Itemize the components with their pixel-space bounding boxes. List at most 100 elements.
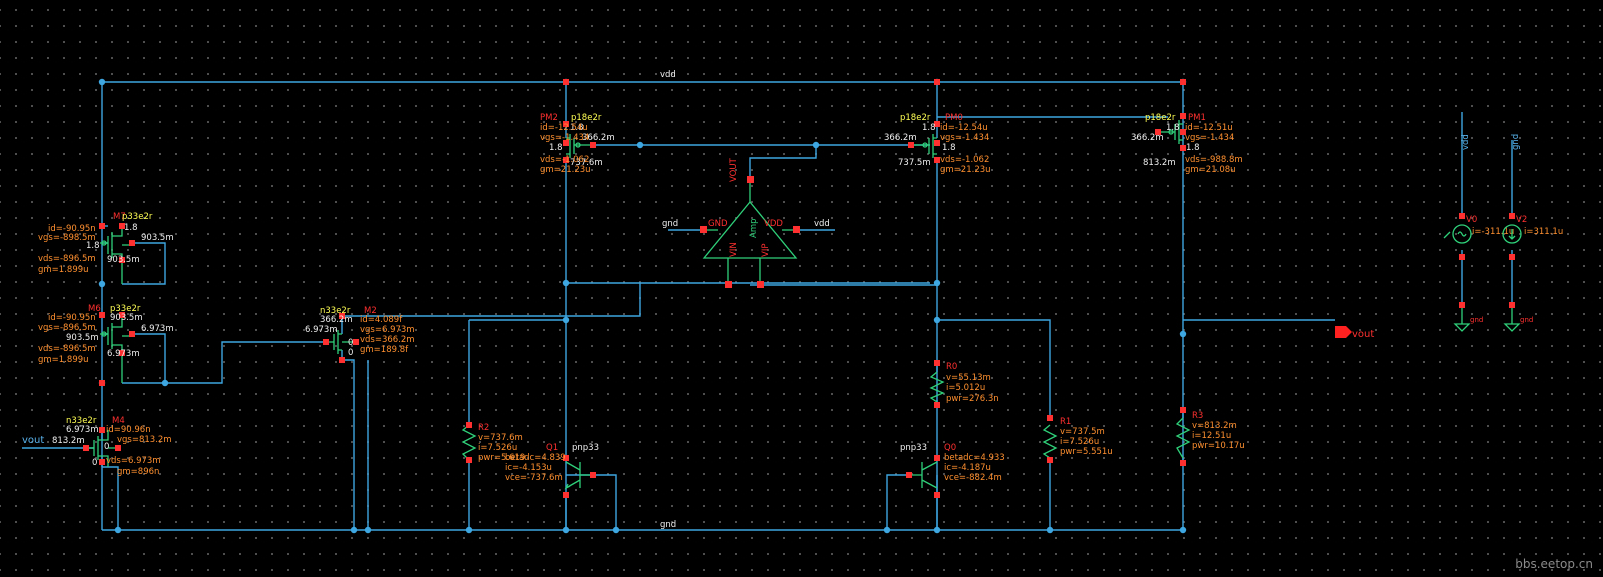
- svg-text:vgs=-898.5m: vgs=-898.5m: [38, 233, 96, 243]
- svg-text:pwr=5.619: pwr=5.619: [478, 453, 525, 463]
- svg-text:n33e2r: n33e2r: [66, 416, 97, 426]
- svg-text:M2: M2: [364, 306, 377, 316]
- svg-text:vgs=813.2m: vgs=813.2m: [117, 435, 172, 445]
- ground-symbol-left: gnd: [1453, 302, 1483, 332]
- svg-text:Q1: Q1: [546, 443, 558, 453]
- svg-text:pwr=276.3n: pwr=276.3n: [946, 394, 999, 404]
- svg-text:i=7.526u: i=7.526u: [1060, 437, 1099, 447]
- source-v0[interactable]: V0 i=-311.1u: [1443, 213, 1514, 260]
- transistor-pm1[interactable]: PM1 p18e2r 1.8 366.2m 1.8 813.2m id=-12.…: [1131, 113, 1243, 175]
- svg-text:gnd: gnd: [1520, 316, 1533, 324]
- svg-text:0: 0: [348, 348, 353, 358]
- svg-text:737.5m: 737.5m: [898, 158, 931, 168]
- transistor-m6[interactable]: M6 p33e2r 903.5m 903.5m 6.973m 6.973m id…: [38, 304, 174, 383]
- svg-text:1.8: 1.8: [1166, 123, 1180, 133]
- svg-text:v=737.6m: v=737.6m: [478, 433, 523, 443]
- vout-pin-arrow[interactable]: [1335, 326, 1352, 338]
- svg-text:6.973m: 6.973m: [305, 325, 338, 335]
- svg-text:vgs=-896.5m: vgs=-896.5m: [38, 323, 96, 333]
- svg-text:p18e2r: p18e2r: [1145, 113, 1176, 123]
- net-label-vdd-src: vdd: [1461, 134, 1471, 150]
- svg-text:ic=-4.153u: ic=-4.153u: [505, 463, 552, 473]
- svg-text:903.5m: 903.5m: [110, 313, 143, 323]
- svg-text:366.2m: 366.2m: [320, 315, 353, 325]
- svg-text:gm=896n: gm=896n: [117, 467, 159, 477]
- svg-text:p33e2r: p33e2r: [122, 212, 153, 222]
- svg-text:gm=21.23u: gm=21.23u: [940, 165, 991, 175]
- svg-text:v=55.13m: v=55.13m: [946, 373, 991, 383]
- pin-markers: [99, 79, 1186, 386]
- svg-text:pwr=10.17u: pwr=10.17u: [1192, 441, 1245, 451]
- svg-text:gm=1.899u: gm=1.899u: [38, 265, 89, 275]
- svg-text:v=737.5m: v=737.5m: [1060, 427, 1105, 437]
- amp-pin-vin: VIN: [729, 242, 739, 257]
- svg-text:366.2m: 366.2m: [582, 133, 615, 143]
- svg-text:v=813.2m: v=813.2m: [1192, 421, 1237, 431]
- net-label-gnd-rail: gnd: [660, 520, 676, 530]
- net-label-vdd-amp: vdd: [814, 219, 830, 229]
- amp-pin-vdd: VDD: [764, 219, 783, 229]
- svg-text:813.2m: 813.2m: [1143, 158, 1176, 168]
- net-label-gnd-src: gnd: [1511, 134, 1521, 150]
- svg-text:903.5m: 903.5m: [107, 255, 140, 265]
- source-v2[interactable]: V2 i=311.1u: [1502, 213, 1563, 260]
- svg-text:903.5m: 903.5m: [141, 233, 174, 243]
- svg-text:pnp33: pnp33: [572, 443, 599, 453]
- svg-text:id=90.96n: id=90.96n: [106, 425, 151, 435]
- svg-text:vds=-1.062: vds=-1.062: [540, 155, 589, 165]
- svg-text:i=5.012u: i=5.012u: [946, 383, 985, 393]
- svg-text:vgs=6.973m: vgs=6.973m: [360, 325, 415, 335]
- net-label-vout-in: vout: [22, 435, 44, 446]
- amp-symbol[interactable]: GND VDD Amp VOUT VIN VIP: [700, 157, 800, 288]
- ground-symbol-right: gnd: [1503, 302, 1533, 332]
- transistor-m2[interactable]: M2 n33e2r 366.2m 6.973m 0 0 id=4.089f vg…: [305, 306, 415, 363]
- svg-text:id=4.089f: id=4.089f: [360, 315, 403, 325]
- svg-text:p18e2r: p18e2r: [571, 113, 602, 123]
- svg-text:R2: R2: [478, 423, 489, 433]
- svg-text:i=7.526u: i=7.526u: [478, 443, 517, 453]
- amp-pin-vip: VIP: [761, 244, 771, 257]
- svg-text:366.2m: 366.2m: [884, 133, 917, 143]
- svg-text:V0: V0: [1466, 215, 1477, 225]
- svg-text:vds=-1.062: vds=-1.062: [940, 155, 989, 165]
- svg-text:813.2m: 813.2m: [52, 436, 85, 446]
- svg-text:gm=1.899u: gm=1.899u: [38, 355, 89, 365]
- svg-text:1.8: 1.8: [922, 123, 936, 133]
- net-label-gnd-amp: gnd: [662, 219, 678, 229]
- transistor-pm0[interactable]: PM0 p18e2r 1.8 366.2m 1.8 737.5m id=-12.…: [884, 113, 991, 175]
- svg-text:R1: R1: [1060, 417, 1071, 427]
- svg-text:betadc=4.933: betadc=4.933: [944, 453, 1005, 463]
- resistor-r1[interactable]: R1 v=737.5m i=7.526u pwr=5.551u: [1042, 415, 1113, 463]
- svg-text:id=-90.95n: id=-90.95n: [48, 313, 96, 323]
- svg-text:M7: M7: [113, 212, 126, 222]
- transistor-pm2[interactable]: PM2 p18e2r 1.8 1.8 366.2m 737.6m id=-12.…: [540, 113, 615, 175]
- watermark: bbs.eetop.cn: [1515, 557, 1593, 571]
- svg-text:PM1: PM1: [1188, 113, 1206, 123]
- amp-name: Amp: [749, 219, 759, 239]
- svg-text:R3: R3: [1192, 411, 1203, 421]
- svg-text:ic=-4.187u: ic=-4.187u: [944, 463, 991, 473]
- resistor-r2[interactable]: R2 v=737.6m i=7.526u pwr=5.619: [461, 422, 525, 463]
- bjt-q0[interactable]: Q0 pnp33 betadc=4.933 ic=-4.187u vce=-88…: [900, 443, 1005, 498]
- svg-text:betadc=4.839: betadc=4.839: [505, 453, 566, 463]
- resistor-r3[interactable]: R3 v=813.2m i=12.51u pwr=10.17u: [1175, 407, 1245, 466]
- svg-text:gm=189.8f: gm=189.8f: [360, 345, 409, 355]
- resistor-r0[interactable]: R0 v=55.13m i=5.012u pwr=276.3n: [929, 360, 999, 408]
- bjt-q1[interactable]: Q1 pnp33 betadc=4.839 ic=-4.153u vce=-73…: [505, 443, 599, 498]
- svg-text:n33e2r: n33e2r: [320, 306, 351, 316]
- svg-text:pwr=5.551u: pwr=5.551u: [1060, 447, 1113, 457]
- svg-text:id=-90.95n: id=-90.95n: [48, 224, 96, 234]
- svg-text:gnd: gnd: [1470, 316, 1483, 324]
- svg-text:1.8: 1.8: [570, 123, 584, 133]
- svg-text:1.8: 1.8: [124, 223, 138, 233]
- svg-text:PM2: PM2: [540, 113, 558, 123]
- svg-text:id=-12.54u: id=-12.54u: [540, 123, 588, 133]
- svg-text:i=12.51u: i=12.51u: [1192, 431, 1231, 441]
- svg-text:vce=-882.4m: vce=-882.4m: [944, 473, 1002, 483]
- transistor-m7[interactable]: M7 p33e2r 1.8 1.8 903.5m 903.5m id=-90.9…: [38, 212, 174, 284]
- svg-text:id=-12.51u: id=-12.51u: [1185, 123, 1233, 133]
- svg-text:vgs=-1.434: vgs=-1.434: [1185, 133, 1234, 143]
- transistor-m4[interactable]: M4 n33e2r 6.973m 813.2m 0 0 id=90.96n vg…: [52, 416, 172, 477]
- svg-text:1.8: 1.8: [942, 143, 956, 153]
